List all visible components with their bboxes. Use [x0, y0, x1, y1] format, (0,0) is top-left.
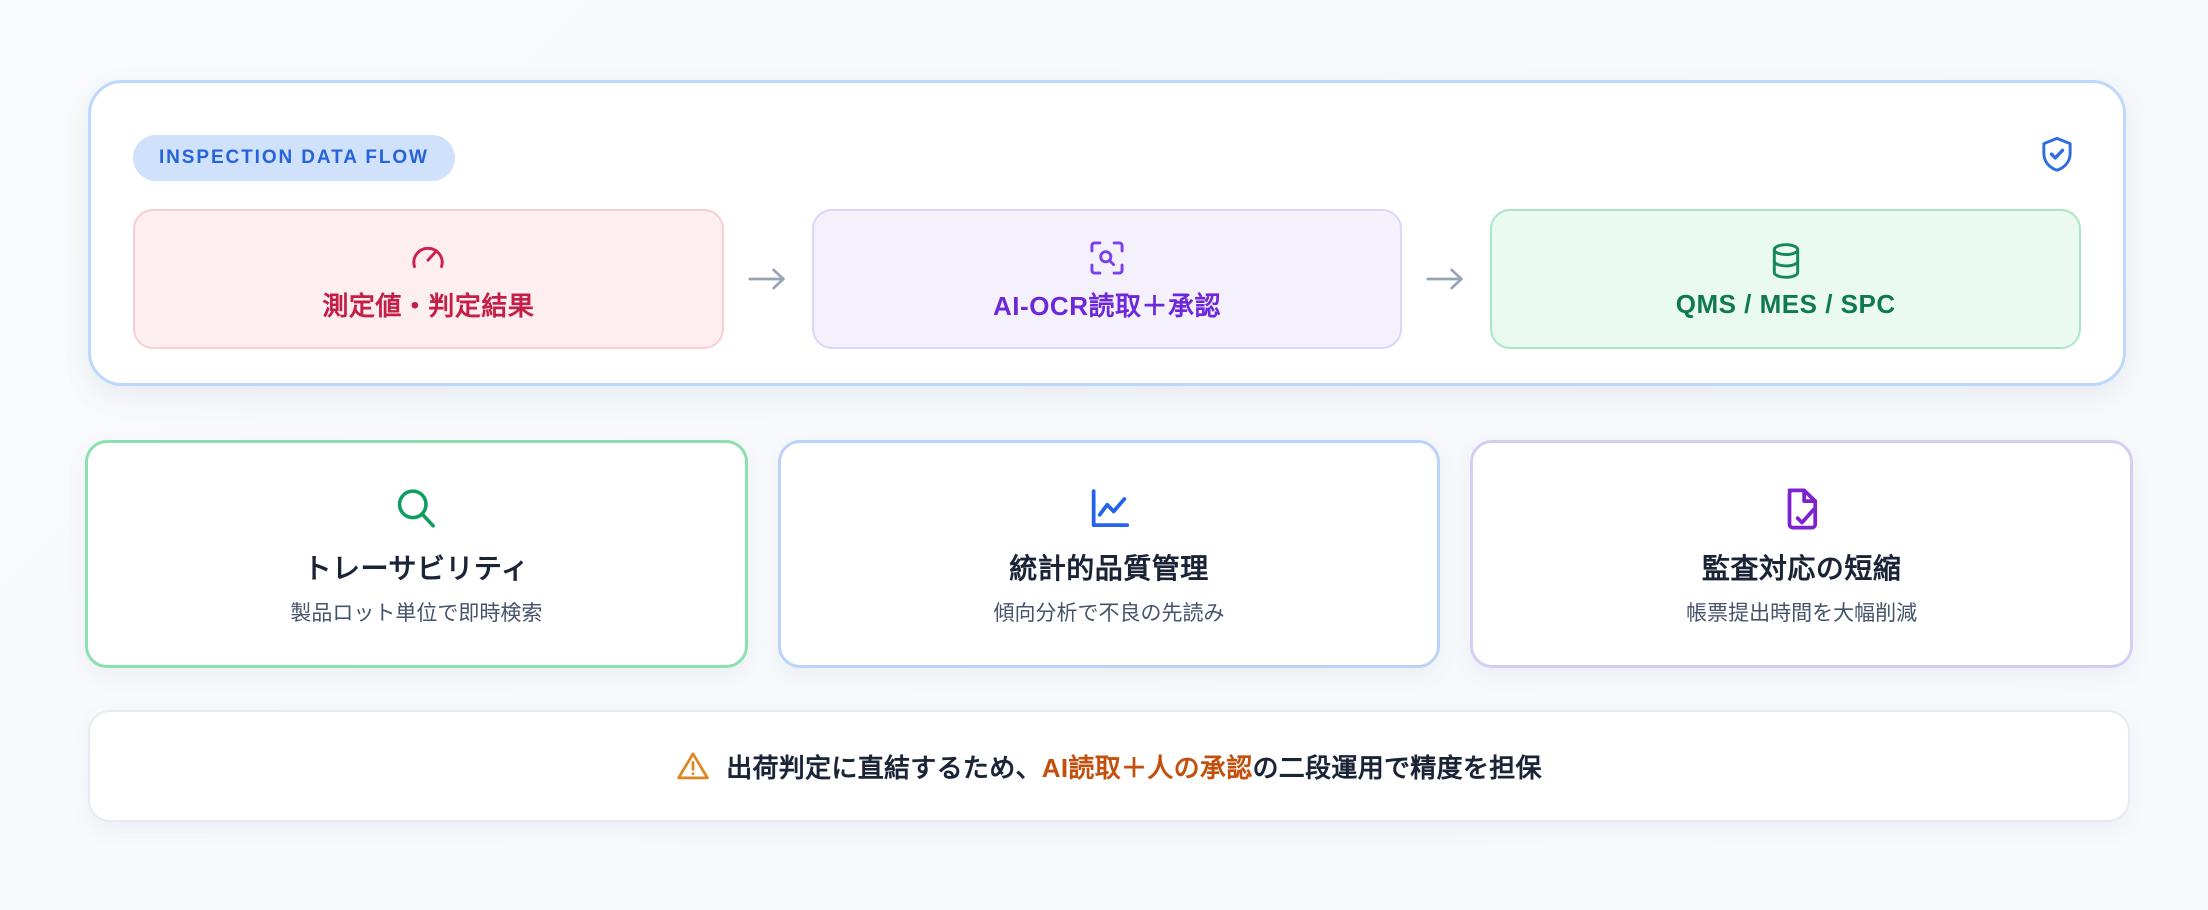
- inspection-data-flow-panel: INSPECTION DATA FLOW 測定値・判定結果: [88, 80, 2126, 386]
- feature-card-spc[interactable]: 統計的品質管理 傾向分析で不良の先読み: [777, 440, 1441, 668]
- flow-steps-row: 測定値・判定結果: [133, 209, 2082, 349]
- flow-step-ai-ocr-label: AI-OCR読取＋承認: [993, 290, 1221, 321]
- feature-card-traceability-subtitle: 製品ロット単位で即時検索: [290, 602, 543, 625]
- footer-note-card: 出荷判定に直結するため、AI読取＋人の承認の二段運用で精度を担保: [88, 710, 2130, 822]
- line-chart-icon: [1084, 481, 1134, 537]
- scan-search-icon: [1087, 236, 1127, 280]
- feature-cards-row: トレーサビリティ 製品ロット単位で即時検索 統計的品質管理 傾向分析で不良の先読…: [85, 440, 2134, 668]
- search-icon: [391, 481, 441, 537]
- shield-check-icon: [2035, 133, 2079, 177]
- feature-card-spc-subtitle: 傾向分析で不良の先読み: [993, 602, 1225, 625]
- flow-step-qms-label: QMS / MES / SPC: [1675, 288, 1896, 319]
- flow-step-measurement-label: 測定値・判定結果: [322, 290, 535, 321]
- flow-arrow-1: [724, 266, 812, 292]
- flow-step-ai-ocr[interactable]: AI-OCR読取＋承認: [811, 209, 1403, 349]
- feature-card-audit-subtitle: 帳票提出時間を大幅削減: [1686, 602, 1918, 625]
- feature-card-traceability-title: トレーサビリティ: [303, 553, 530, 584]
- feature-card-audit[interactable]: 監査対応の短縮 帳票提出時間を大幅削減: [1470, 440, 2134, 668]
- feature-card-audit-title: 監査対応の短縮: [1701, 553, 1902, 584]
- flow-step-measurement[interactable]: 測定値・判定結果: [133, 209, 724, 349]
- flow-arrow-2: [1402, 266, 1490, 292]
- warning-triangle-icon: [676, 750, 710, 782]
- flow-panel-badge-label: INSPECTION DATA FLOW: [159, 147, 429, 168]
- gauge-icon: [408, 236, 448, 280]
- document-check-icon: [1779, 481, 1825, 537]
- database-icon: [1767, 239, 1805, 283]
- feature-card-spc-title: 統計的品質管理: [1009, 553, 1209, 584]
- flow-step-qms[interactable]: QMS / MES / SPC: [1490, 209, 2082, 349]
- footer-note-highlight: AI読取＋人の承認: [1041, 752, 1253, 783]
- footer-note-text-after: の二段運用で精度を担保: [1252, 752, 1542, 783]
- flow-panel-badge: INSPECTION DATA FLOW: [133, 135, 455, 181]
- footer-note-text: 出荷判定に直結するため、AI読取＋人の承認の二段運用で精度を担保: [726, 748, 1542, 785]
- feature-card-traceability[interactable]: トレーサビリティ 製品ロット単位で即時検索: [85, 440, 748, 668]
- footer-note-text-before: 出荷判定に直結するため、: [726, 752, 1042, 783]
